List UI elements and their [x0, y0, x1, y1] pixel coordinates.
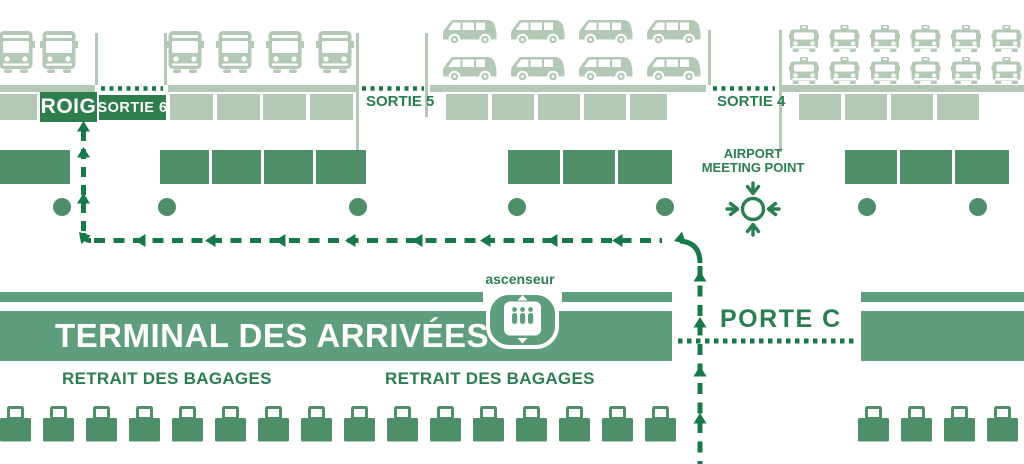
taxi-icon [910, 57, 941, 84]
taxi-icon [829, 25, 860, 52]
suitcase-icon [944, 406, 975, 442]
suitcase-icon [430, 406, 461, 442]
suitcase-icon [858, 406, 889, 442]
route-arrow-icon [77, 121, 707, 424]
baggage-claim-label-right: RETRAIT DES BAGAGES [385, 369, 595, 388]
taxi-icon [910, 25, 941, 52]
van-icon [646, 19, 702, 46]
suitcase-icon [43, 406, 74, 442]
curb [0, 85, 1024, 92]
suitcase-icon [387, 406, 418, 442]
taxi-icon [870, 25, 900, 52]
taxi-icon [870, 57, 900, 84]
lane-dividers [95, 30, 782, 152]
suitcase-icon [258, 406, 289, 442]
van-icon [578, 19, 634, 46]
van-icon [510, 19, 566, 46]
meeting-point-label-line1: AIRPORT [723, 146, 783, 161]
van-icon [442, 56, 498, 83]
baggage-claim-label-left: RETRAIT DES BAGAGES [62, 369, 272, 388]
taxi-icon [991, 57, 1022, 84]
pillar-dots [53, 198, 987, 216]
suitcase-icon [344, 406, 375, 442]
taxi-icon [951, 25, 981, 52]
baggage-row [0, 406, 1018, 442]
elevator-label: ascenseur [485, 271, 555, 287]
meeting-point-label-line2: MEETING POINT [701, 160, 805, 175]
bus-lane [0, 31, 354, 73]
meeting-point-icon [725, 181, 781, 237]
exit-label-sortie-4: SORTIE 4 [717, 93, 786, 110]
suitcase-icon [645, 406, 676, 442]
platform-squares [0, 94, 979, 120]
suitcase-icon [301, 406, 332, 442]
bus-icon [40, 31, 78, 73]
suitcase-icon [559, 406, 590, 442]
suitcase-icon [473, 406, 504, 442]
taxi-icon [789, 25, 819, 52]
suitcase-icon [215, 406, 246, 442]
route-path [77, 121, 707, 464]
van-icon [646, 56, 702, 83]
gate-c-label: PORTE C [720, 305, 842, 333]
taxi-icon [789, 57, 819, 84]
taxi-icon [991, 25, 1022, 52]
bus-icon [266, 31, 304, 73]
van-lane [442, 19, 702, 83]
van-icon [510, 56, 566, 83]
suitcase-icon [602, 406, 633, 442]
terminal-band [0, 292, 1024, 361]
suitcase-icon [172, 406, 203, 442]
taxi-icon [951, 57, 981, 84]
suitcase-icon [86, 406, 117, 442]
bus-icon [216, 31, 254, 73]
bus-icon [166, 31, 204, 73]
suitcase-icon [516, 406, 547, 442]
suitcase-icon [0, 406, 31, 442]
suitcase-icon [129, 406, 160, 442]
bus-icon [0, 31, 35, 73]
exit-badge-sortie-6: SORTIE 6 [97, 95, 167, 120]
van-icon [578, 56, 634, 83]
taxi-icon [829, 57, 860, 84]
taxi-lane [789, 25, 1022, 84]
benches [0, 150, 1009, 184]
suitcase-icon [987, 406, 1018, 442]
roig-badge: ROIG [40, 92, 97, 122]
van-icon [442, 19, 498, 46]
elevator-icon [486, 291, 559, 349]
exit-label-sortie-5: SORTIE 5 [366, 93, 435, 110]
terminal-title: TERMINAL DES ARRIVÉES [55, 317, 490, 354]
bus-icon [316, 31, 354, 73]
suitcase-icon [901, 406, 932, 442]
